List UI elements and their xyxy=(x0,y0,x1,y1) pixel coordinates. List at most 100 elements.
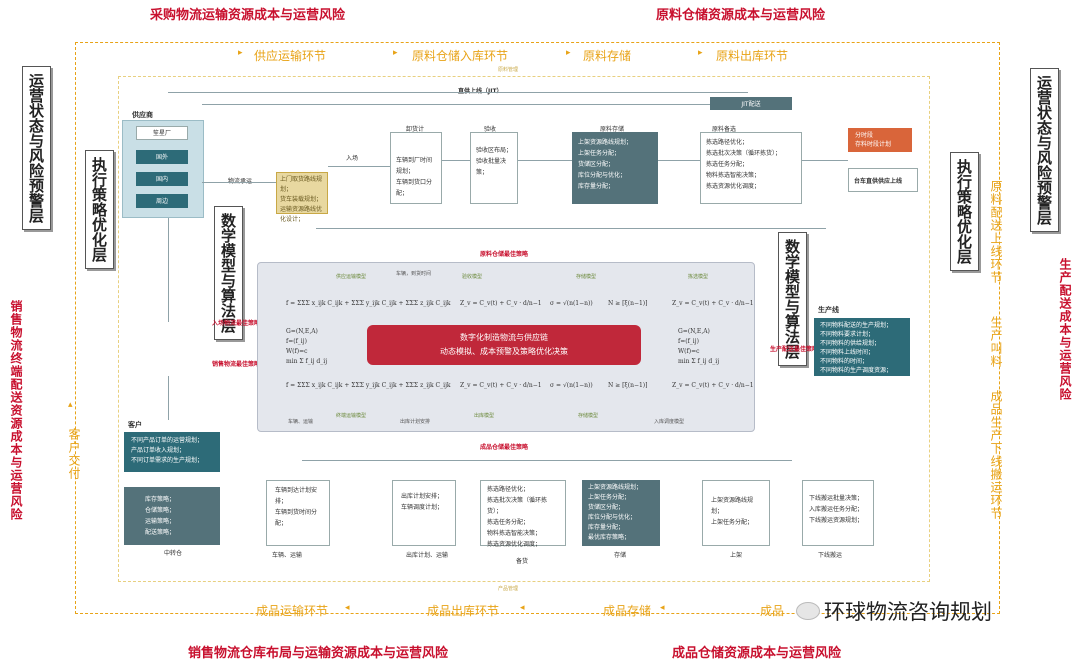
production-box: 不同物料配送的生产规划； 不同物料要求计划； 不同物料的供给规划； 不同物料上线… xyxy=(814,318,910,376)
arrow-icon: ▸ xyxy=(238,48,243,58)
formula: G=(N,E,A) xyxy=(678,328,710,335)
stage-bottom-3: 成品存储 xyxy=(603,604,652,618)
formula: σ = √(n(1−n)) xyxy=(550,300,593,307)
stage-top-2: 原料仓储入库环节 xyxy=(412,49,509,63)
arrow-icon: ▸ xyxy=(698,48,703,58)
model-tag: 终端运输模型 xyxy=(336,413,367,419)
shelving-box: 上架资源路线规划； 上架任务分配； xyxy=(702,480,770,546)
math-layer-right: 数学模型与算法层 xyxy=(778,232,807,366)
box-line: 配送策略； xyxy=(145,529,176,536)
small-top-caption: 原料管理 xyxy=(498,67,519,73)
box-line: 拣选任务分配； xyxy=(487,519,530,526)
box-line: 运输资源路线优化设计； xyxy=(280,206,323,223)
formula: Z_v = C_v(t) + C_v · d/n−1 xyxy=(460,300,542,307)
outbound-plan-box: 出库计划安排； 车辆调度计划； xyxy=(392,480,456,546)
factory-line-box: 台车直供供应上线 xyxy=(848,168,918,192)
box-line: 不同物料的供给规划； xyxy=(820,340,881,347)
box-line: 车辆到厂时间规划； xyxy=(396,157,433,175)
supplier-item: 周边 xyxy=(136,194,188,208)
box-line: 库位分配与优化； xyxy=(588,514,637,521)
box-line: 上架任务分配； xyxy=(588,494,631,501)
box-line: 下线搬运批量决策； xyxy=(809,495,864,502)
title-top-left: 采购物流运输资源成本与运营风险 xyxy=(150,8,346,23)
box-line: 车辆到货口分配； xyxy=(396,179,433,197)
box-line: 下线搬运资源规划； xyxy=(809,517,864,524)
watermark-text: 环球物流咨询规划 xyxy=(824,600,992,624)
box-line: 上架资源路线规划； xyxy=(588,484,643,491)
box-line: 库存量分配； xyxy=(588,524,625,531)
strategy-raw-warehouse: 原料仓储最佳策略 xyxy=(480,251,529,258)
wechat-icon xyxy=(796,602,820,620)
model-tag: 入库调度模型 xyxy=(654,419,685,425)
supplier-item: 笙星厂 xyxy=(136,126,188,140)
model-tag: 出库计划安排 xyxy=(400,419,431,425)
arrow-icon: ▸ xyxy=(566,48,571,58)
title-left: 销售物流终端配送资源成本与运营风险 xyxy=(9,300,23,521)
box-line: 不同产品订单的运营规划； xyxy=(131,437,204,444)
model-tag: 出库模型 xyxy=(474,413,495,419)
strategy-finished: 成品仓储最佳策略 xyxy=(480,444,529,451)
box-line: 不同物料配送的生产规划； xyxy=(820,322,893,329)
formula: f = ΣΣΣ x_ijk C_ijk + ΣΣΣ y_ijk C_ijk + … xyxy=(286,382,451,389)
supplier-item: 国外 xyxy=(136,150,188,164)
box-line: 上架任务分配； xyxy=(578,150,621,157)
box-line: 上门取货路线规划； xyxy=(280,176,323,193)
box-line: 产品订单收入规划； xyxy=(131,447,186,454)
strategy-sales: 销售物流最佳策略 xyxy=(212,361,261,368)
formula: f=(f_ij) xyxy=(678,338,699,345)
strategy-inbound: 入场物流最佳策略 xyxy=(212,320,261,327)
arrow-icon: ◂ xyxy=(520,603,525,613)
box-line: 拣选批次决策（循环拣货）； xyxy=(706,150,782,157)
formula: W(f)=c xyxy=(286,348,308,355)
box-line: 入库搬运任务分配； xyxy=(809,506,864,513)
box-line: 分时段 xyxy=(855,132,874,139)
arrow-icon: ◂ xyxy=(660,603,665,613)
box-caption: 存储 xyxy=(614,552,627,559)
box-line: 上架任务分配； xyxy=(711,519,754,526)
box-title: 原料备选 xyxy=(712,126,737,133)
connector-line xyxy=(518,160,572,161)
formula: min Σ f_ij d_ij xyxy=(286,358,328,365)
connector-line xyxy=(202,104,710,105)
banner-line: 动态模拟、成本预警及策略优化决策 xyxy=(440,347,568,356)
box-title: 卸货计 xyxy=(406,126,425,133)
box-line: 拣选路径优化； xyxy=(706,139,749,146)
risk-layer-left: 运营状态与风险预警层 xyxy=(22,66,51,230)
arrow-icon: ▸ xyxy=(393,48,398,58)
model-tag: 供应运输模型 xyxy=(336,274,367,280)
box-caption: 下线搬运 xyxy=(818,552,843,559)
banner-line: 数字化制造物流与供应链 xyxy=(460,333,548,342)
box-line: 出库计划安排； xyxy=(401,493,444,500)
terminal-caption: 中转仓 xyxy=(164,550,183,557)
formula: W(f)=c xyxy=(678,348,700,355)
transport-label: 物流承运 xyxy=(228,176,252,185)
stage-right-3: 成品生产下线搬运环节 xyxy=(989,390,1003,520)
supplier-item: 国内 xyxy=(136,172,188,186)
exec-layer-right: 执行策略优化层 xyxy=(950,152,979,271)
formula: N ≥ [ξ(n−1)] xyxy=(608,382,648,389)
production-title: 生产线 xyxy=(818,306,839,314)
supply-route-box: 上门取货路线规划； 货车装载规划； 运输资源路线优化设计； xyxy=(276,172,328,223)
formula: Z_v = C_v(t) + C_v · d/n−1 xyxy=(672,300,754,307)
formula: Z_v = C_v(t) + C_v · d/n−1 xyxy=(672,382,754,389)
formula: σ = √(n(1−n)) xyxy=(550,382,593,389)
stage-top-1: 供应运输环节 xyxy=(254,49,327,63)
stage-top-4: 原料出库环节 xyxy=(716,49,789,63)
connector-line xyxy=(168,92,748,93)
title-bottom-right: 成品仓储资源成本与运营风险 xyxy=(672,646,842,661)
box-line: 运输策略； xyxy=(145,518,176,525)
box-line: 仓储策略； xyxy=(145,507,176,514)
box-line: 拣选资源优化调度； xyxy=(706,183,761,190)
box-line: 货储区分配； xyxy=(588,504,625,511)
connector-line xyxy=(316,228,826,229)
box-line: 车辆到达计划安排； xyxy=(275,487,318,505)
formula: min Σ f_ij d_ij xyxy=(678,358,720,365)
box-line: 拣选资源优化调度； xyxy=(487,541,542,548)
box-line: 不同物料的时间； xyxy=(820,358,869,365)
connector-line xyxy=(302,460,792,461)
box-line: 上架资源路线规划； xyxy=(578,139,633,146)
risk-layer-right: 运营状态与风险预警层 xyxy=(1030,68,1059,232)
box-line: 库位分配与优化； xyxy=(578,172,627,179)
direct-line-label: 直供上线（JIT） xyxy=(458,86,503,95)
connector-line xyxy=(202,182,276,183)
